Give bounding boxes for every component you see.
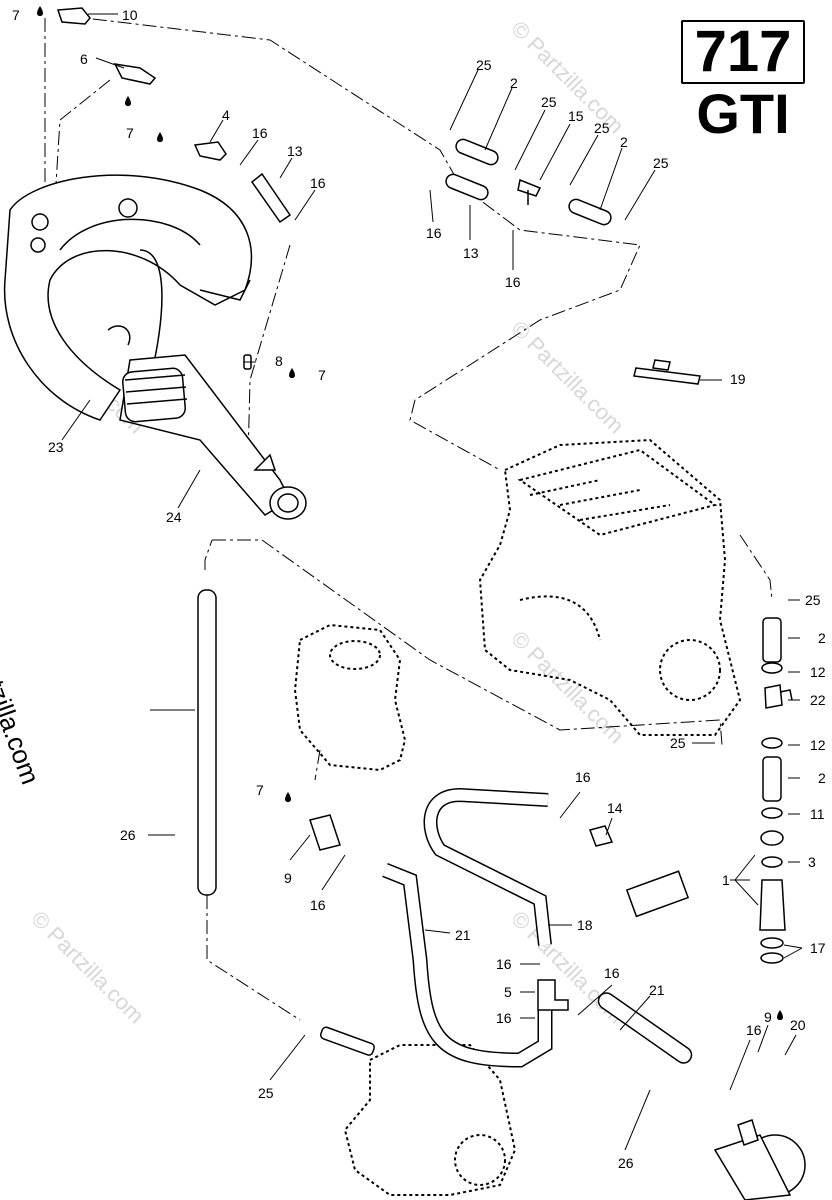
callout: 16 [505,274,521,290]
callout: 15 [568,108,584,124]
callout: 16 [496,956,512,972]
callout: 5 [504,984,512,1000]
callout: 16 [426,225,442,241]
callout: 16 [496,1010,512,1026]
watermark: © Partzilla.com [506,316,629,439]
callout: 25 [594,120,610,136]
callout: 12 [810,737,826,753]
callout: 18 [577,917,593,933]
callout: 9 [764,1009,772,1025]
callout: 14 [607,800,623,816]
callout: 11 [810,806,825,822]
model-number-box: 717 [681,20,805,84]
model-name: GTI [696,82,790,145]
callout: 16 [575,769,591,785]
callout: 26 [120,827,136,843]
callout: 8 [275,353,283,369]
callout: 25 [653,155,669,171]
callout: 2 [620,134,628,150]
callout: 16 [252,125,268,141]
callout: 16 [310,897,326,913]
callout: 2 [818,630,826,646]
drop-icon [157,132,163,142]
callout: 21 [649,982,665,998]
watermark: © Partzilla.com [26,906,149,1029]
callout: 2 [818,770,826,786]
drop-icon [285,792,291,802]
engine-block [478,438,742,736]
callout: 22 [810,692,826,708]
jet-pump-housing [293,623,407,772]
callout: 12 [810,664,826,680]
callout: 25 [670,735,686,751]
callout: 24 [166,509,182,525]
pump-base [343,1044,517,1196]
callout: 26 [618,1155,634,1171]
callout: 17 [810,940,826,956]
callout: 13 [287,143,303,159]
callout: 23 [48,439,64,455]
drop-icon [125,96,131,106]
callout: 10 [122,7,138,23]
callout: 25 [258,1085,274,1101]
callout: 4 [222,107,230,123]
callout: 20 [790,1017,806,1033]
callout: 7 [12,7,20,23]
callout: 7 [318,367,326,383]
drop-icon [37,6,43,16]
callout-labels: 10 7 6 7 4 16 13 16 25 2 25 15 25 2 25 1… [12,7,826,1171]
callout: 7 [126,125,134,141]
callout: 3 [808,854,816,870]
sealant-drops [37,6,783,1020]
callout: 21 [455,927,471,943]
model-number: 717 [694,19,792,84]
callout: 7 [256,782,264,798]
drop-icon [777,1010,783,1020]
callout: 13 [463,245,479,261]
callout: 16 [310,175,326,191]
callout: 9 [284,870,292,886]
drop-icon [289,368,295,378]
hose-parts [56,7,806,1200]
callout: 2 [510,75,518,91]
leader-lines [61,13,803,1151]
watermarks: © Partzilla.com © Partzilla.com © Partzi… [26,16,629,1029]
callout: 25 [476,57,492,73]
callout: 19 [730,371,746,387]
callout: 1 [722,872,730,888]
exhaust-pipe-23 [3,174,253,421]
callout: 16 [604,965,620,981]
callout: 6 [80,51,88,67]
muffler-24 [119,354,307,520]
callout: 25 [805,592,821,608]
callout: 25 [541,94,557,110]
callout: 16 [746,1022,762,1038]
